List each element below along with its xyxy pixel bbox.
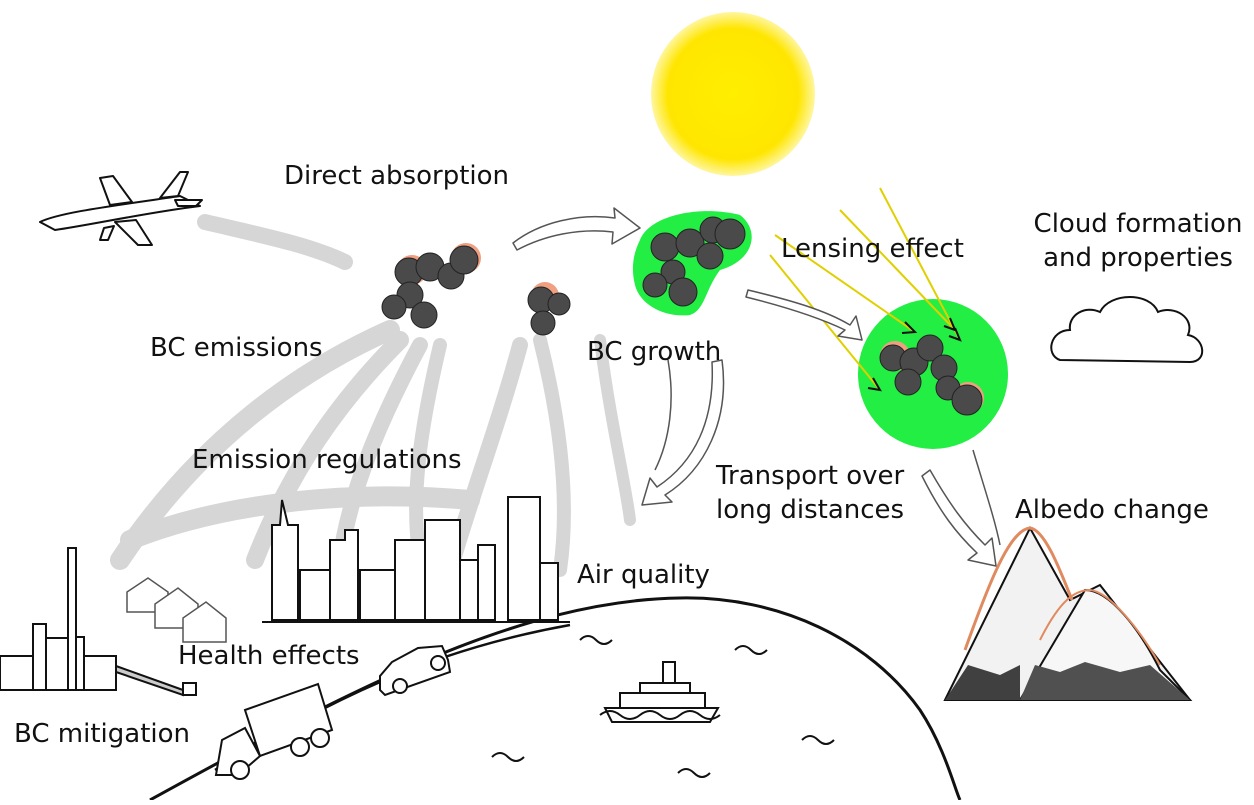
water-waves — [491, 635, 835, 778]
label-cloud-formation-line2: and properties — [1043, 243, 1233, 273]
label-direct-absorption: Direct absorption — [284, 161, 509, 191]
city-skyline-icon — [262, 496, 570, 623]
flow-arrows — [512, 207, 1001, 567]
label-bc-emissions: BC emissions — [150, 333, 323, 363]
airplane-icon — [39, 171, 203, 246]
ray-arrowheads — [867, 317, 962, 392]
ship-icon — [603, 661, 720, 723]
label-air-quality: Air quality — [577, 560, 710, 590]
label-health-effects: Health effects — [178, 641, 360, 671]
label-emission-regulations: Emission regulations — [192, 445, 462, 475]
label-lensing-effect: Lensing effect — [781, 234, 964, 264]
label-bc-growth: BC growth — [587, 337, 722, 367]
truck-icon — [214, 682, 334, 780]
label-bc-mitigation: BC mitigation — [14, 719, 191, 749]
label-transport-line2: long distances — [716, 495, 905, 525]
sun — [651, 12, 815, 176]
mountains-icon — [943, 525, 1193, 701]
bc-particles-small — [527, 282, 571, 336]
cloud-icon — [1050, 296, 1204, 364]
bc-particles-coated — [632, 211, 752, 316]
light-rays — [769, 187, 961, 391]
factory-icon — [0, 547, 197, 697]
smoke-plumes — [110, 214, 636, 578]
label-albedo-change: Albedo change — [1015, 495, 1209, 525]
car-icon — [379, 644, 452, 697]
label-transport-line1: Transport over — [716, 461, 905, 491]
houses-icon — [126, 577, 227, 643]
bc-particles-emission — [381, 243, 481, 329]
label-cloud-formation-line1: Cloud formation — [1033, 209, 1243, 239]
bc-particle-lensing — [858, 299, 1008, 449]
